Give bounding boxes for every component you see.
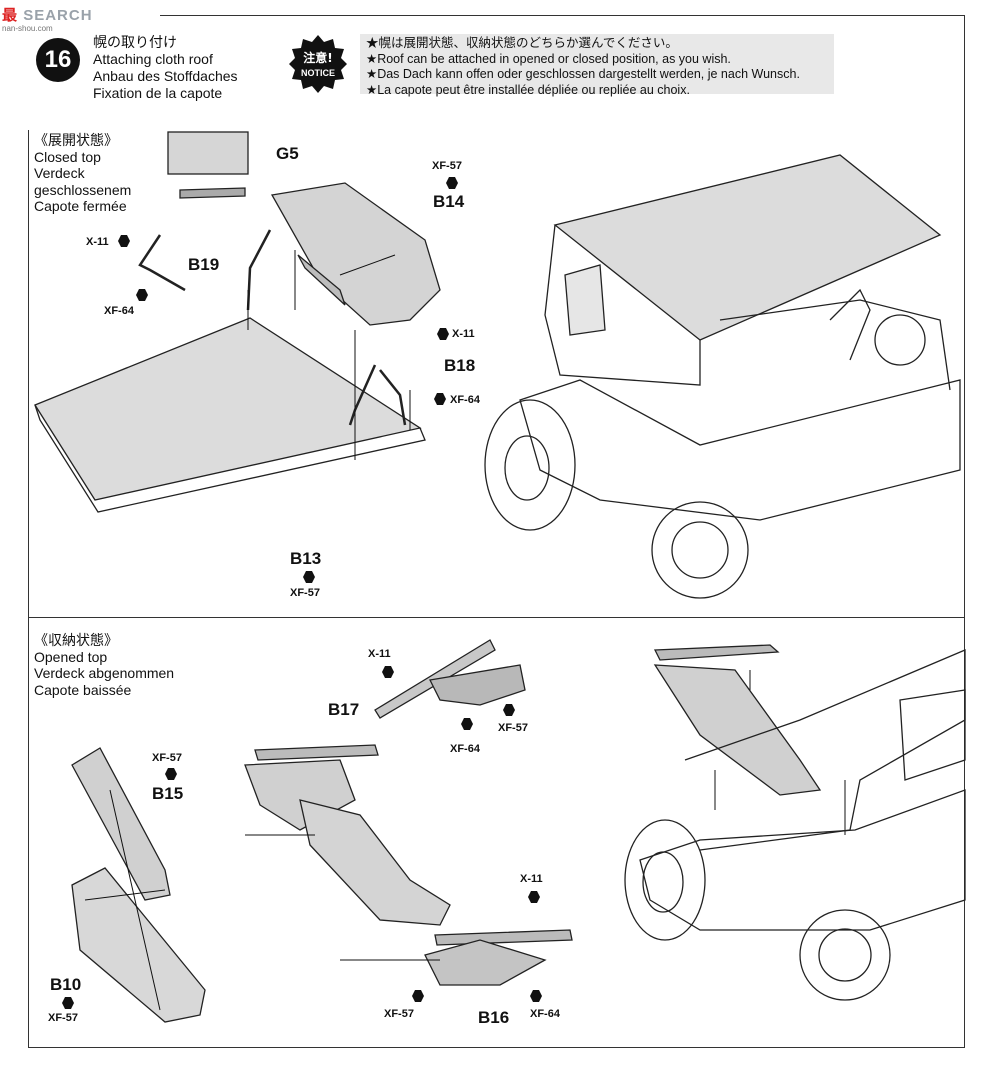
watermark-url: nan-shou.com xyxy=(2,24,53,33)
notice-line-de: ★Das Dach kann offen oder geschlossen da… xyxy=(366,67,800,81)
part-b10-drawing xyxy=(71,867,206,1023)
label-b19: B19 xyxy=(188,255,220,274)
step-title-fr: Fixation de la capote xyxy=(93,85,223,101)
part-b15-drawing xyxy=(71,747,171,901)
closed-top-jp: 《展開状態》 xyxy=(34,132,118,148)
closed-top-en: Closed top xyxy=(34,148,101,165)
paint-b16-xf64: XF-64 xyxy=(530,1008,560,1020)
label-b14: B14 xyxy=(433,192,465,211)
notice-badge-jp: 注意! xyxy=(303,50,332,65)
step-title-jp: 幌の取り付け xyxy=(93,34,177,50)
paint-hex-icon xyxy=(530,990,542,1002)
frame-left-border xyxy=(28,130,29,1048)
paint-b10: XF-57 xyxy=(48,1012,78,1024)
closed-top-de1: Verdeck xyxy=(34,165,85,181)
paint-b19-x11: X-11 xyxy=(86,236,109,248)
part-b19-drawing xyxy=(138,229,272,311)
label-b13: B13 xyxy=(290,549,322,568)
paint-hex-icon xyxy=(446,177,458,189)
label-b18: B18 xyxy=(444,356,476,375)
label-b15: B15 xyxy=(152,784,184,803)
paint-hex-icon xyxy=(528,891,540,903)
closed-car-drawing xyxy=(484,154,961,599)
paint-b18-x11: X-11 xyxy=(452,328,475,340)
opened-car-drawing xyxy=(624,644,966,1001)
paint-b16-xf57: XF-57 xyxy=(384,1008,414,1020)
paint-hex-icon xyxy=(437,328,449,340)
frame-top-border xyxy=(160,15,965,16)
notice-line-fr: ★La capote peut être installée dépliée o… xyxy=(366,82,690,97)
opened-top-jp: 《収納状態》 xyxy=(34,632,118,648)
paint-hex-icon xyxy=(412,990,424,1002)
section-divider xyxy=(28,617,964,618)
paint-hex-icon xyxy=(503,704,515,716)
paint-b18-xf64: XF-64 xyxy=(450,394,480,406)
part-g5-drawing xyxy=(167,131,249,199)
paint-b13: XF-57 xyxy=(290,587,320,599)
label-b17: B17 xyxy=(328,700,360,719)
part-b17-drawing xyxy=(244,744,451,926)
paint-hex-icon xyxy=(136,289,148,301)
paint-hex-icon xyxy=(303,571,315,583)
frame-bottom-border xyxy=(28,1047,965,1048)
notice-badge-en: NOTICE xyxy=(301,68,335,78)
part-b13-drawing xyxy=(34,317,426,513)
notice-line-en: ★Roof can be attached in opened or close… xyxy=(366,51,731,66)
paint-bows-xf57: XF-57 xyxy=(498,722,528,734)
step-title: 幌の取り付け Attaching cloth roof Anbau des St… xyxy=(93,34,238,102)
step-number: 16 xyxy=(36,38,80,82)
paint-hex-icon xyxy=(461,718,473,730)
paint-b19-xf64: XF-64 xyxy=(104,305,134,317)
label-g5: G5 xyxy=(276,144,299,163)
closed-top-fr: Capote fermée xyxy=(34,198,127,214)
paint-bows-xf64: XF-64 xyxy=(450,743,480,755)
paint-b16-x11: X-11 xyxy=(520,873,543,885)
paint-hex-icon xyxy=(434,393,446,405)
opened-top-en: Opened top xyxy=(34,648,108,665)
label-b16: B16 xyxy=(478,1008,510,1027)
opened-top-fr: Capote baissée xyxy=(34,681,132,698)
step-title-de: Anbau des Stoffdaches xyxy=(93,68,238,84)
notice-box: ★幌は展開状態、収納状態のどちらか選んでください。 ★Roof can be a… xyxy=(360,34,834,97)
paint-b15: XF-57 xyxy=(152,752,182,764)
paint-b14: XF-57 xyxy=(432,160,462,172)
frame-right-border xyxy=(964,15,965,1048)
label-b10: B10 xyxy=(50,975,82,994)
notice-badge-icon: 注意! NOTICE xyxy=(289,35,347,93)
paint-bows-x11: X-11 xyxy=(368,648,391,660)
part-b14-drawing xyxy=(270,182,441,326)
part-folded-bows-top-drawing xyxy=(374,639,526,719)
opened-top-label: 《収納状態》 Opened top Verdeck abgenommen Cap… xyxy=(34,632,174,698)
part-b16-drawing xyxy=(424,929,573,986)
closed-top-de2: geschlossenem xyxy=(34,181,132,198)
paint-hex-icon xyxy=(62,997,74,1009)
watermark-logo: 最 SEARCH xyxy=(2,7,93,24)
paint-hex-icon xyxy=(165,768,177,780)
paint-hex-icon xyxy=(118,235,130,247)
opened-top-de: Verdeck abgenommen xyxy=(34,665,175,681)
step-title-en: Attaching cloth roof xyxy=(93,51,213,67)
paint-hex-icon xyxy=(382,666,394,678)
notice-line-jp: ★幌は展開状態、収納状態のどちらか選んでください。 xyxy=(366,36,678,50)
closed-top-label: 《展開状態》 Closed top Verdeck geschlossenem … xyxy=(34,132,131,215)
